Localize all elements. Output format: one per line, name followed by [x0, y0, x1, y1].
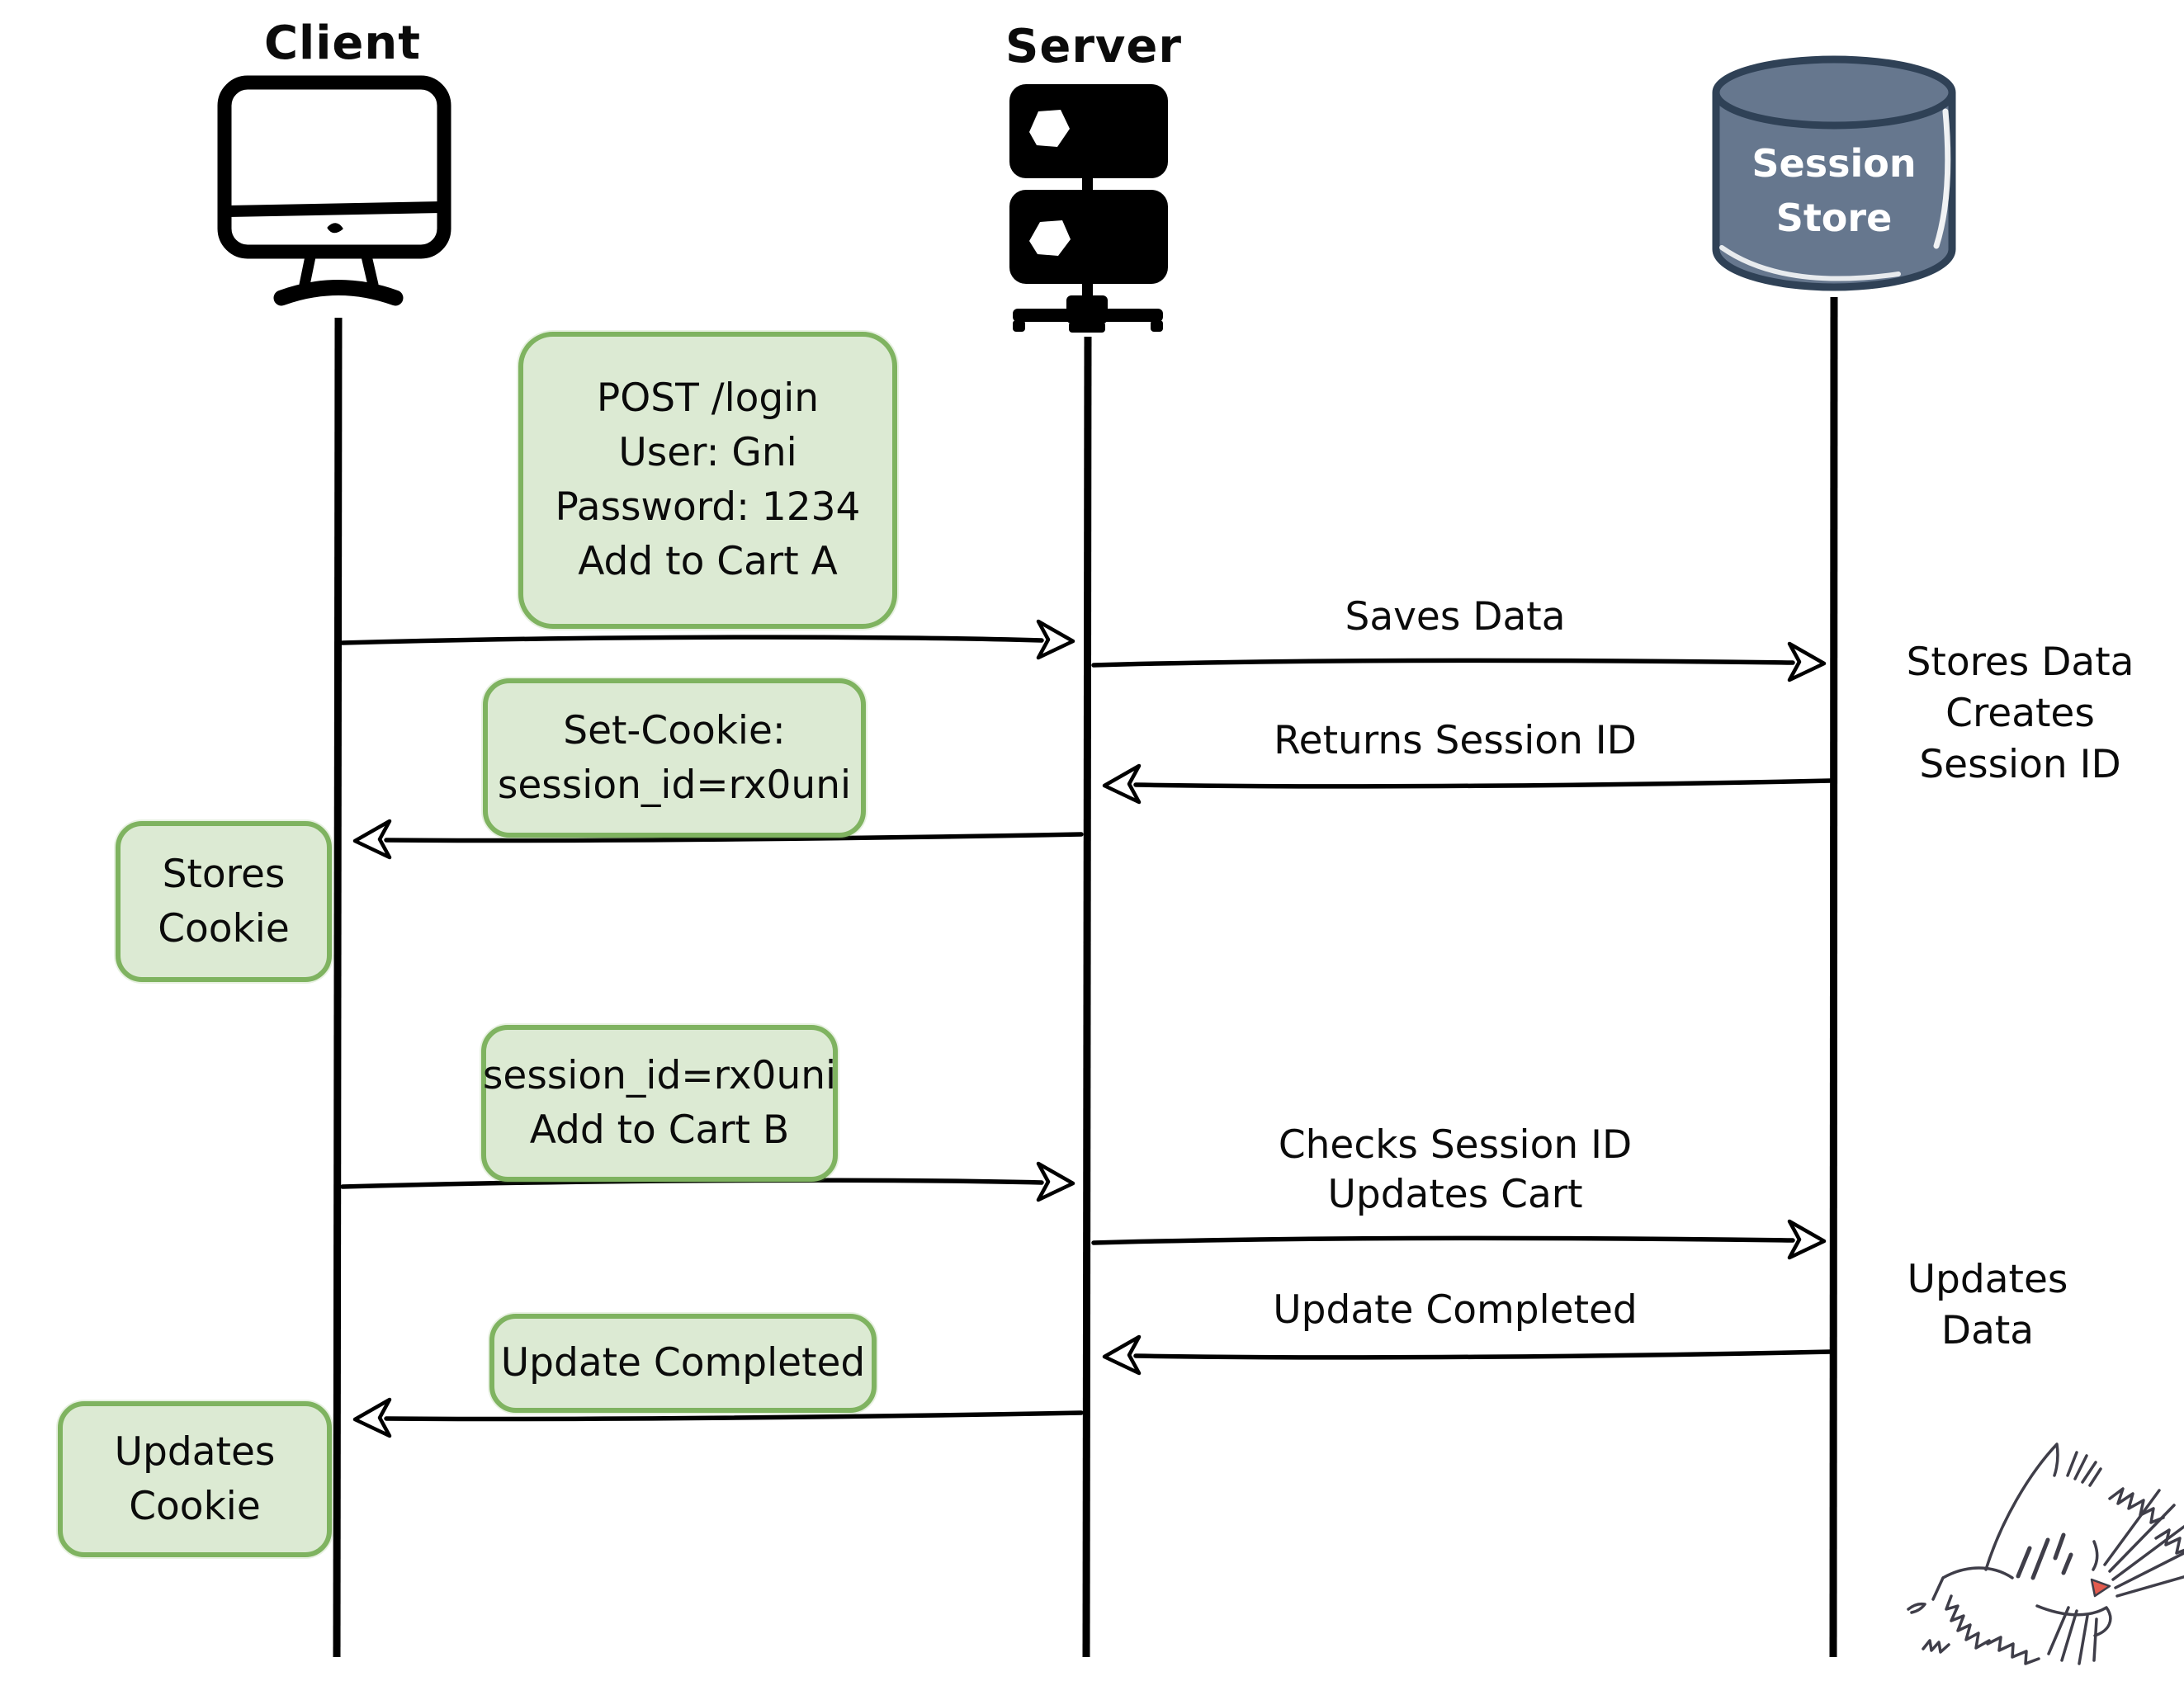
message-update-completed: Update Completed [1273, 1287, 1638, 1333]
annotation-updates-data: Updates Data [1864, 1254, 2111, 1357]
note-set-cookie: Set-Cookie: session_id=rx0uni [483, 678, 866, 838]
annotation-line: Creates [1945, 691, 2095, 736]
arrow-login-client-to-server [340, 619, 1075, 660]
note-line: Password: 1234 [555, 484, 861, 530]
note-line: Set-Cookie: [563, 707, 786, 753]
note-stores-cookie: Stores Cookie [116, 821, 332, 982]
annotation-line: Updates [1907, 1257, 2068, 1302]
note-line: Cookie [129, 1483, 261, 1529]
arrow-checks-session-server-to-store [1091, 1219, 1827, 1260]
participant-server-label: Server [1005, 20, 1183, 73]
note-line: Updates [114, 1428, 276, 1475]
message-returns-session-id: Returns Session ID [1274, 718, 1637, 763]
client-lifeline [333, 317, 343, 1658]
participant-client-label: Client [263, 17, 422, 70]
note-line: Add to Cart A [578, 539, 838, 584]
message-saves-data: Saves Data [1345, 594, 1566, 640]
arrow-returns-session-id-store-to-server [1102, 763, 1833, 805]
arrow-update-completed-store-to-server [1102, 1334, 1833, 1376]
message-line: Checks Session ID [1278, 1122, 1633, 1168]
note-update-completed: Update Completed [489, 1314, 877, 1413]
message-checks-session-id: Checks Session ID Updates Cart [1249, 1121, 1662, 1220]
note-post-login: POST /login User: Gni Password: 1234 Add… [518, 332, 897, 629]
arrow-set-cookie-server-to-client [352, 819, 1084, 860]
arrow-update-completed-server-to-client [352, 1397, 1084, 1438]
note-line: Update Completed [500, 1340, 866, 1386]
note-line: User: Gni [618, 430, 797, 475]
cat-nose [2090, 1578, 2111, 1598]
note-line: session_id=rx0uni [497, 762, 852, 808]
session-store-label-line: Store [1775, 196, 1893, 240]
session-store-lifeline [1829, 296, 1838, 1658]
participant-session-store-label: Session Store [1731, 136, 1937, 245]
annotation-line: Session ID [1919, 742, 2121, 787]
note-line: session_id=rx0uni [482, 1053, 837, 1098]
server-lifeline [1082, 336, 1092, 1658]
server-icon [1009, 84, 1168, 333]
note-session-cart-b: session_id=rx0uni Add to Cart B [481, 1025, 838, 1182]
cat-sketch [1907, 1443, 2184, 1665]
annotation-line: Stores Data [1906, 640, 2134, 685]
session-store-label-line: Session [1751, 141, 1917, 186]
database-cylinder-icon [1712, 55, 1956, 291]
note-updates-cookie: Updates Cookie [58, 1401, 332, 1557]
arrow-saves-data-server-to-store [1091, 641, 1827, 682]
note-line: Cookie [158, 905, 290, 951]
note-line: Add to Cart B [529, 1107, 790, 1153]
note-line: Stores [162, 851, 286, 897]
note-line: POST /login [596, 375, 820, 421]
annotation-line: Data [1941, 1308, 2035, 1353]
monitor-icon [217, 75, 451, 306]
annotation-stores-data: Stores Data Creates Session ID [1878, 637, 2163, 791]
message-line: Updates Cart [1327, 1172, 1583, 1217]
